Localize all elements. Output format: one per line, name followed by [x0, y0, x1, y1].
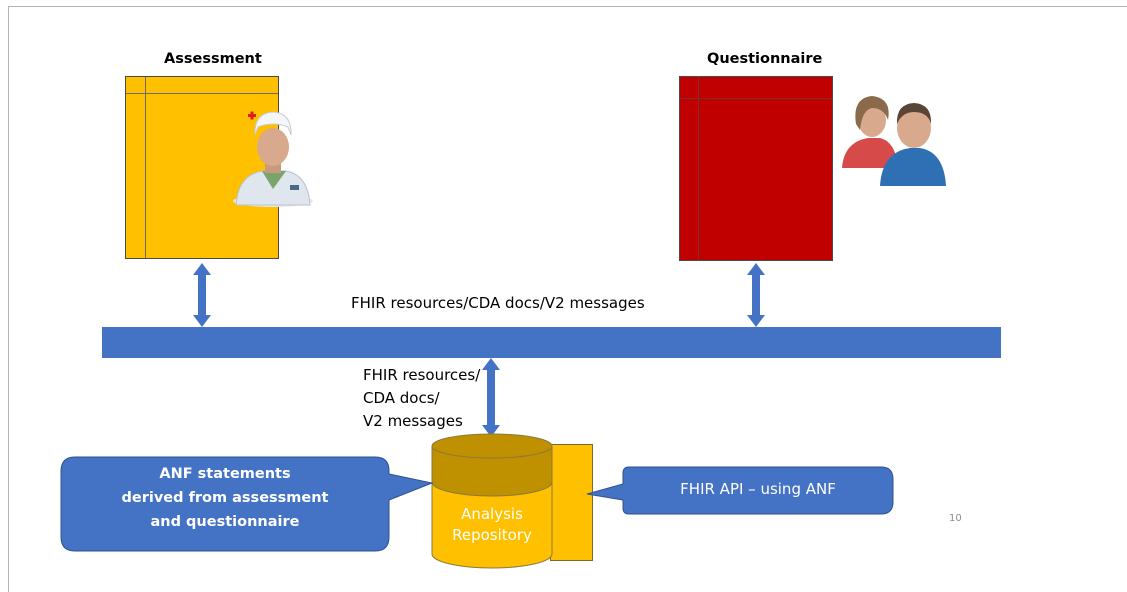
repository-label-line2: Repository	[452, 526, 532, 544]
left-callout-line3: and questionnaire	[150, 514, 300, 530]
assessment-arrow	[193, 263, 211, 327]
repository-arrow	[482, 358, 500, 437]
repository-label-line1: Analysis	[461, 505, 523, 523]
questionnaire-document	[679, 76, 833, 261]
questionnaire-arrow	[747, 263, 765, 327]
integration-bus	[102, 327, 1001, 358]
people-icon	[842, 96, 946, 186]
right-callout-text: FHIR API – using ANF	[680, 480, 836, 498]
nurse-icon	[233, 111, 313, 207]
analysis-repository-cylinder	[431, 433, 553, 569]
assessment-title: Assessment	[164, 51, 262, 67]
left-callout-line2: derived from assessment	[121, 490, 329, 506]
assessment-document	[125, 76, 279, 259]
page-number: 10	[949, 513, 962, 524]
slide-frame	[8, 6, 1127, 592]
left-callout-line1: ANF statements	[159, 466, 291, 482]
link-label-line2: CDA docs/	[363, 389, 440, 407]
repository-side-box	[550, 444, 593, 561]
questionnaire-title: Questionnaire	[707, 51, 823, 67]
link-label-line1: FHIR resources/	[363, 366, 481, 384]
link-label-line3: V2 messages	[363, 412, 463, 430]
bus-label: FHIR resources/CDA docs/V2 messages	[351, 294, 645, 312]
